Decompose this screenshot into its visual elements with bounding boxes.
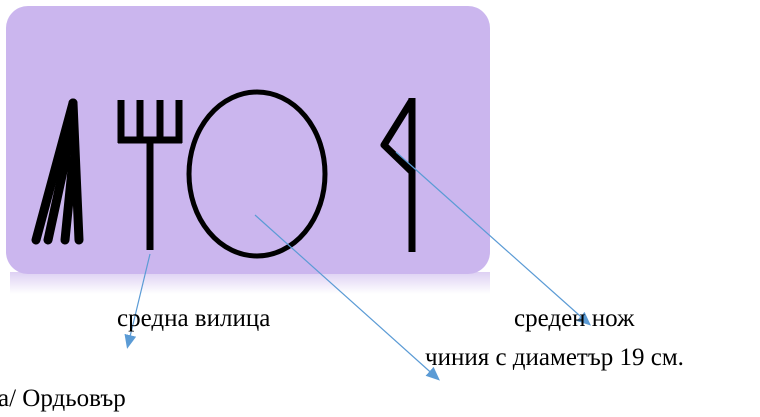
knife-icon <box>380 98 416 252</box>
panel-reflection <box>10 272 490 294</box>
course-label: а/ Ордьовър <box>0 385 126 412</box>
fork-arrow <box>124 253 151 349</box>
plate-arrow <box>254 214 440 381</box>
knife-label: среден нож <box>514 305 635 332</box>
plate-label: чиния с диаметър 19 см. <box>425 344 684 371</box>
knife-arrow <box>395 151 591 326</box>
fork-icon <box>117 100 183 250</box>
plate-icon <box>186 89 328 259</box>
fork-label: средна вилица <box>117 305 271 332</box>
place-setting-panel <box>6 6 490 274</box>
fish-knives-icon <box>31 98 84 245</box>
